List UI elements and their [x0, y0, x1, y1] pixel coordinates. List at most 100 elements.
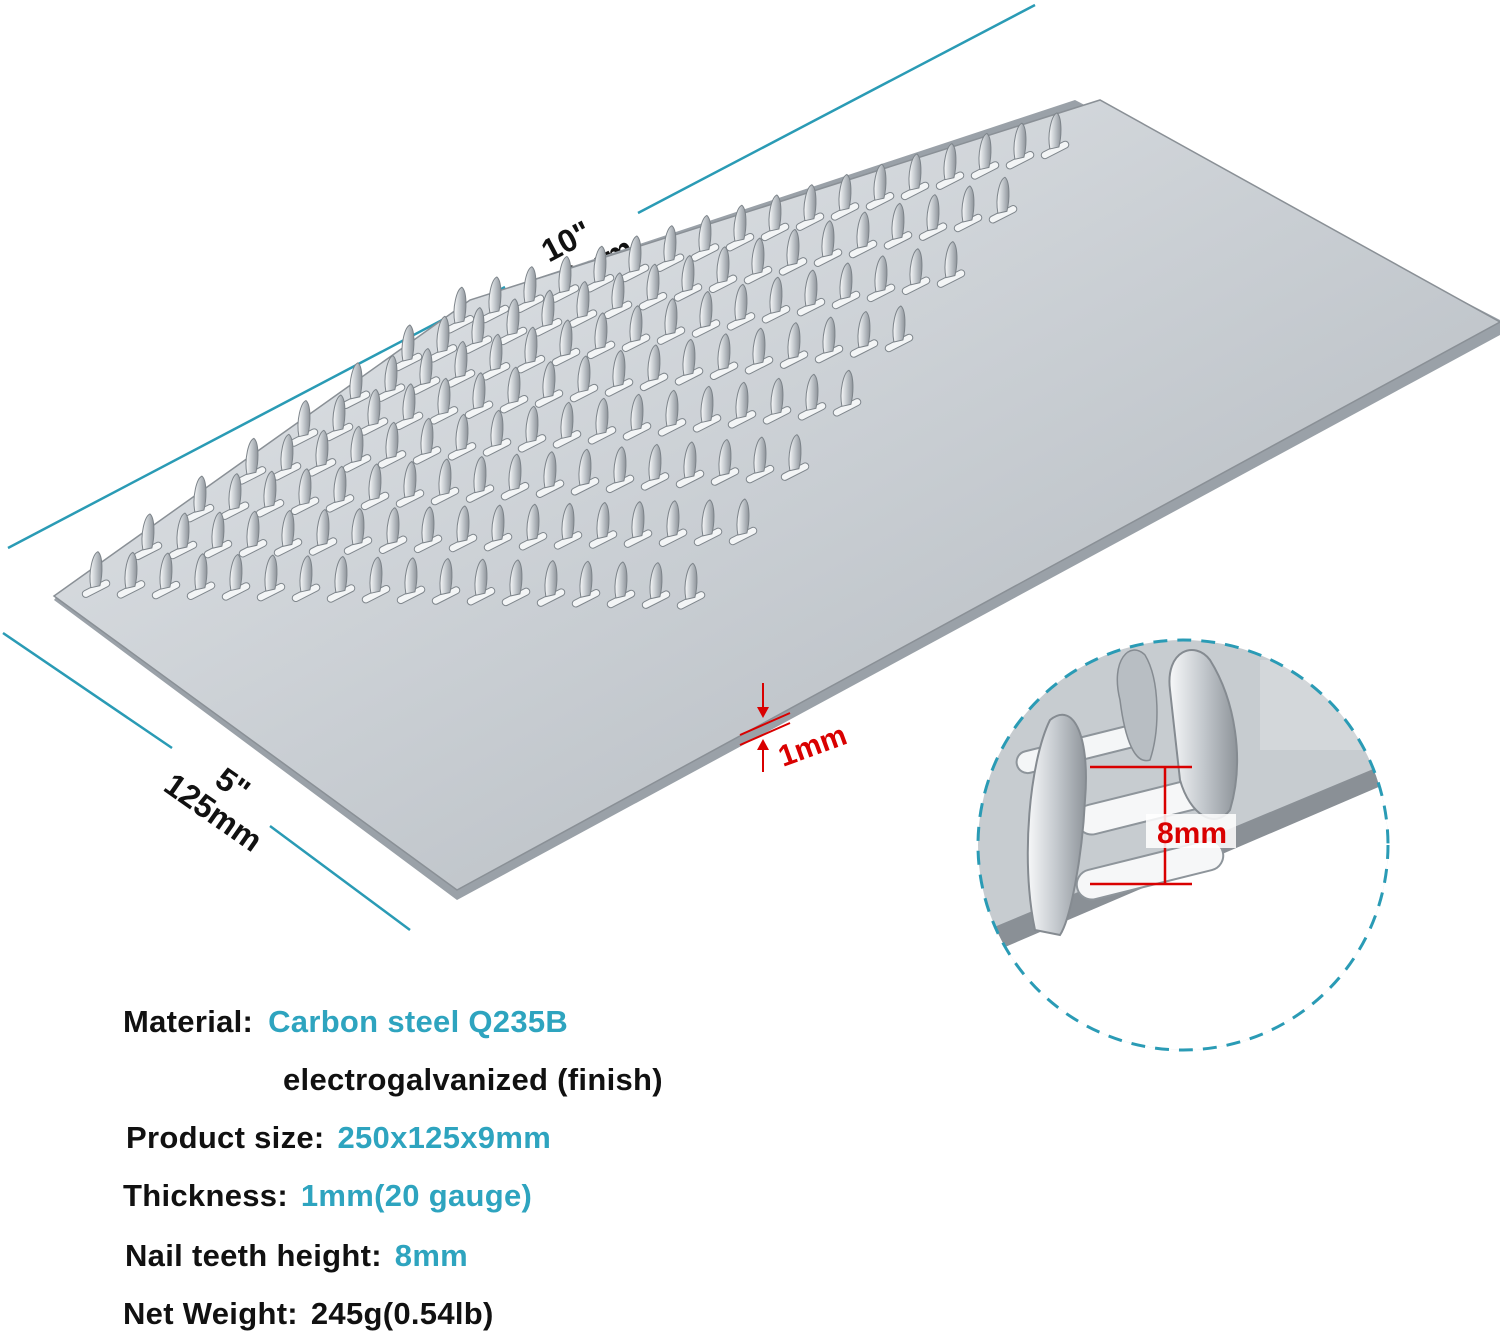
nail-tooth: [455, 413, 469, 451]
nail-tooth: [281, 509, 295, 548]
nail-tooth: [299, 555, 313, 593]
nail-tooth: [805, 373, 819, 411]
nail-tooth: [698, 214, 712, 253]
nail-tooth: [159, 552, 173, 590]
spec-teeth-value: 8mm: [394, 1238, 469, 1273]
nail-tooth: [803, 184, 817, 222]
nail-tooth: [386, 507, 400, 545]
nail-tooth: [351, 508, 365, 546]
nail-tooth: [542, 361, 556, 399]
nail-tooth: [264, 554, 278, 592]
spec-teeth-label: Nail teeth height:: [125, 1238, 382, 1273]
spec-finish-value: electrogalvanized (finish): [283, 1062, 663, 1097]
zoom-plate-lower: [978, 780, 1388, 1050]
nail-tooth: [996, 176, 1010, 214]
nail-tooth: [404, 557, 418, 595]
nail-tooth: [403, 460, 417, 499]
nail-tooth: [874, 255, 888, 293]
nail-tooth: [978, 132, 992, 171]
nail-tooth: [525, 405, 539, 443]
spec-material-label: Material:: [123, 1004, 254, 1039]
nail-tooth: [472, 372, 486, 410]
width-dimension-line-bottom: [269, 824, 411, 932]
nail-tooth: [682, 338, 696, 376]
nail-tooth: [909, 248, 923, 286]
nail-tooth: [838, 173, 852, 212]
nail-tooth: [506, 298, 520, 336]
nail-tooth: [944, 241, 958, 279]
nail-tooth: [333, 465, 347, 503]
zoom-detail: 8mm: [976, 638, 1390, 1052]
nail-tooth: [541, 289, 555, 327]
nail-tooth: [666, 500, 680, 538]
nail-tooth: [368, 463, 382, 501]
thickness-ref-line-b: [739, 722, 791, 746]
nail-tooth: [701, 499, 715, 537]
nail-tooth: [873, 163, 887, 201]
zoom-plate-upper: [1260, 660, 1388, 750]
nail-tooth: [787, 322, 801, 360]
nail-tooth: [840, 369, 854, 407]
spec-size: Product size: 250x125x9mm: [126, 1120, 551, 1156]
spec-weight-label: Net Weight:: [123, 1296, 298, 1331]
nail-tooth: [420, 417, 434, 455]
nail-tooth: [456, 505, 470, 543]
nail-tooth: [699, 290, 713, 329]
nail-tooth: [943, 143, 957, 181]
nail-tooth: [631, 501, 645, 539]
nail-tooth: [857, 310, 871, 349]
nail-tooth: [735, 381, 749, 419]
nail-tooth: [595, 397, 609, 435]
nail-teeth: [81, 112, 1070, 610]
nail-tooth: [385, 421, 399, 459]
nail-tooth: [734, 283, 748, 321]
nail-tooth: [821, 220, 835, 258]
nail-tooth: [788, 434, 802, 472]
nail-tooth: [736, 498, 750, 536]
nail-tooth: [211, 511, 225, 549]
zoom-tooth-left: [1026, 713, 1087, 937]
nail-tooth: [961, 185, 975, 223]
nail-tooth: [716, 246, 730, 284]
nail-tooth: [768, 194, 782, 232]
tooth-height-label-bg: [1146, 814, 1236, 848]
thickness-arrowhead-top: [757, 707, 769, 718]
nail-tooth: [611, 272, 625, 310]
spec-size-label: Product size:: [126, 1120, 325, 1155]
nail-tooth: [559, 319, 573, 357]
nail-tooth: [770, 377, 784, 415]
nail-tooth: [649, 562, 663, 600]
length-dimension-line-left: [7, 285, 506, 550]
nail-tooth: [315, 429, 329, 467]
nail-tooth: [717, 333, 731, 371]
thickness-label: 1mm: [774, 719, 851, 774]
nail-tooth: [350, 425, 364, 463]
nail-tooth: [577, 355, 591, 393]
nail-tooth: [508, 453, 522, 491]
nail-tooth: [596, 501, 610, 540]
nail-tooth: [648, 443, 662, 482]
spec-teeth: Nail teeth height: 8mm: [125, 1238, 468, 1274]
thickness-ref-line-a: [739, 712, 791, 736]
width-dimension-line-top: [2, 631, 173, 750]
nail-tooth: [593, 245, 607, 283]
nail-tooth: [839, 262, 853, 300]
nail-tooth: [245, 437, 259, 475]
plate-surface: [52, 99, 1500, 891]
nail-tooth: [1048, 112, 1062, 150]
nail-tooth: [193, 475, 207, 513]
nail-tooth: [228, 473, 242, 511]
nail-tooth: [891, 202, 905, 240]
nail-tooth: [647, 344, 661, 382]
spec-material: Material: Carbon steel Q235B: [123, 1004, 568, 1040]
nail-tooth: [419, 347, 433, 386]
nail-tooth: [488, 276, 502, 314]
nail-tooth: [769, 276, 783, 314]
spec-size-value: 250x125x9mm: [337, 1120, 552, 1155]
nail-tooth: [523, 266, 537, 304]
spec-weight-value: 245g(0.54lb): [310, 1296, 494, 1331]
nail-tooth: [438, 458, 452, 496]
nail-tooth: [194, 553, 208, 591]
nail-tooth: [491, 504, 505, 542]
